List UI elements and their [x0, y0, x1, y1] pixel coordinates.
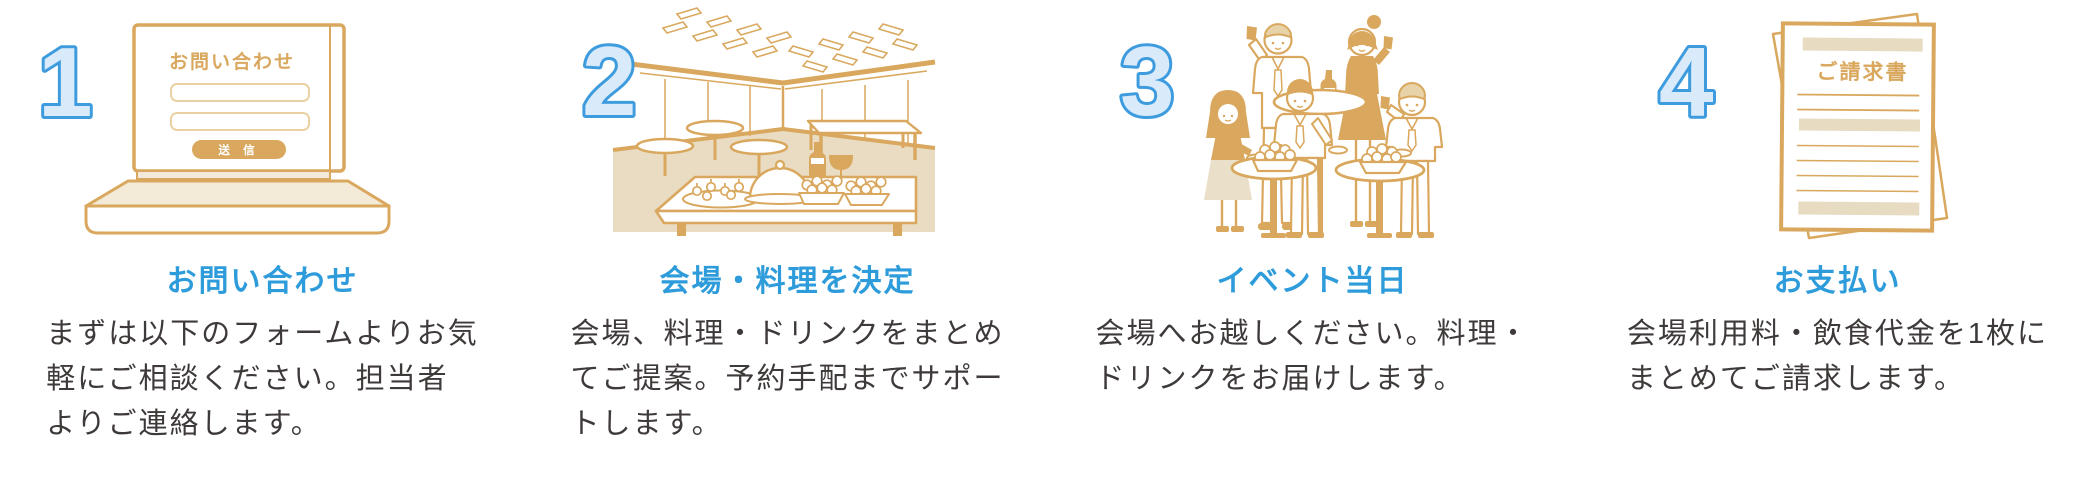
buffet-food: [682, 142, 890, 209]
step-2: 2 会場・料理を決定 会場、料理・ドリンクをまとめ てご提案。予約手配までサポー…: [525, 0, 1050, 480]
ceiling-lights: [661, 7, 919, 73]
front-table-right: [1334, 143, 1426, 238]
guest-woman-toasting: [1338, 15, 1393, 227]
submit-label-graphic: 送 信: [217, 143, 259, 157]
guest-man-right: [1380, 82, 1444, 238]
step-number: 2: [582, 26, 637, 136]
step-title: イベント当日: [1216, 265, 1409, 298]
step-title: お支払い: [1773, 265, 1902, 298]
ceiling-beam: [630, 59, 936, 86]
laptop-hinge: [136, 170, 331, 180]
step-number: 3: [1120, 26, 1175, 136]
cocktail-tables: [635, 119, 789, 177]
form-input-graphic: [170, 83, 310, 102]
venue-room-illustration: 2: [579, 7, 936, 236]
laptop-base: [84, 204, 391, 235]
step-number: 1: [38, 27, 93, 137]
party-guests-illustration: 3: [1117, 15, 1444, 238]
wall-panels: [664, 79, 909, 144]
step-title: 会場・料理を決定: [659, 265, 916, 298]
step-description: 会場へお越しください。料理・ ドリンクをお届けします。: [1095, 318, 1530, 395]
invoice-title-graphic: ご請求書: [1816, 60, 1908, 85]
form-input-graphic: [170, 112, 310, 131]
laptop-keyboard: [84, 179, 391, 208]
invoice-illustration: ご請求書 4: [1656, 12, 1949, 240]
step-4: ご請求書 4 お支払い 会場利用料・飲食代金を1枚に まとめてご請求します。: [1575, 0, 2100, 480]
wine-glass: [828, 155, 854, 171]
step-title: お問い合わせ: [166, 265, 359, 298]
front-table-left: [1230, 141, 1318, 238]
step-number: 4: [1659, 27, 1714, 137]
step-description: まずは以下のフォームよりお気 軽にご相談ください。担当者 よりご連絡します。: [46, 318, 479, 440]
step-description: 会場、料理・ドリンクをまとめ てご提案。予約手配までサポー トします。: [570, 318, 1005, 440]
step-1: お問い合わせ 送 信 1 お問い合わせ まずは以下のフォームよりお気 軽にご相談…: [0, 0, 525, 480]
invoice-front-sheet: ご請求書: [1779, 21, 1936, 233]
form-title-graphic: お問い合わせ: [169, 50, 295, 73]
step-description: 会場利用料・飲食代金を1枚に まとめてご請求します。: [1626, 318, 2049, 395]
rect-table: [806, 119, 923, 163]
laptop-contact-form-illustration: お問い合わせ 送 信 1: [35, 23, 391, 235]
step-3: 3 イベント当日 会場へお越しください。料理・ ドリンクをお届けします。: [1050, 0, 1575, 480]
submit-button-graphic: [192, 140, 286, 159]
